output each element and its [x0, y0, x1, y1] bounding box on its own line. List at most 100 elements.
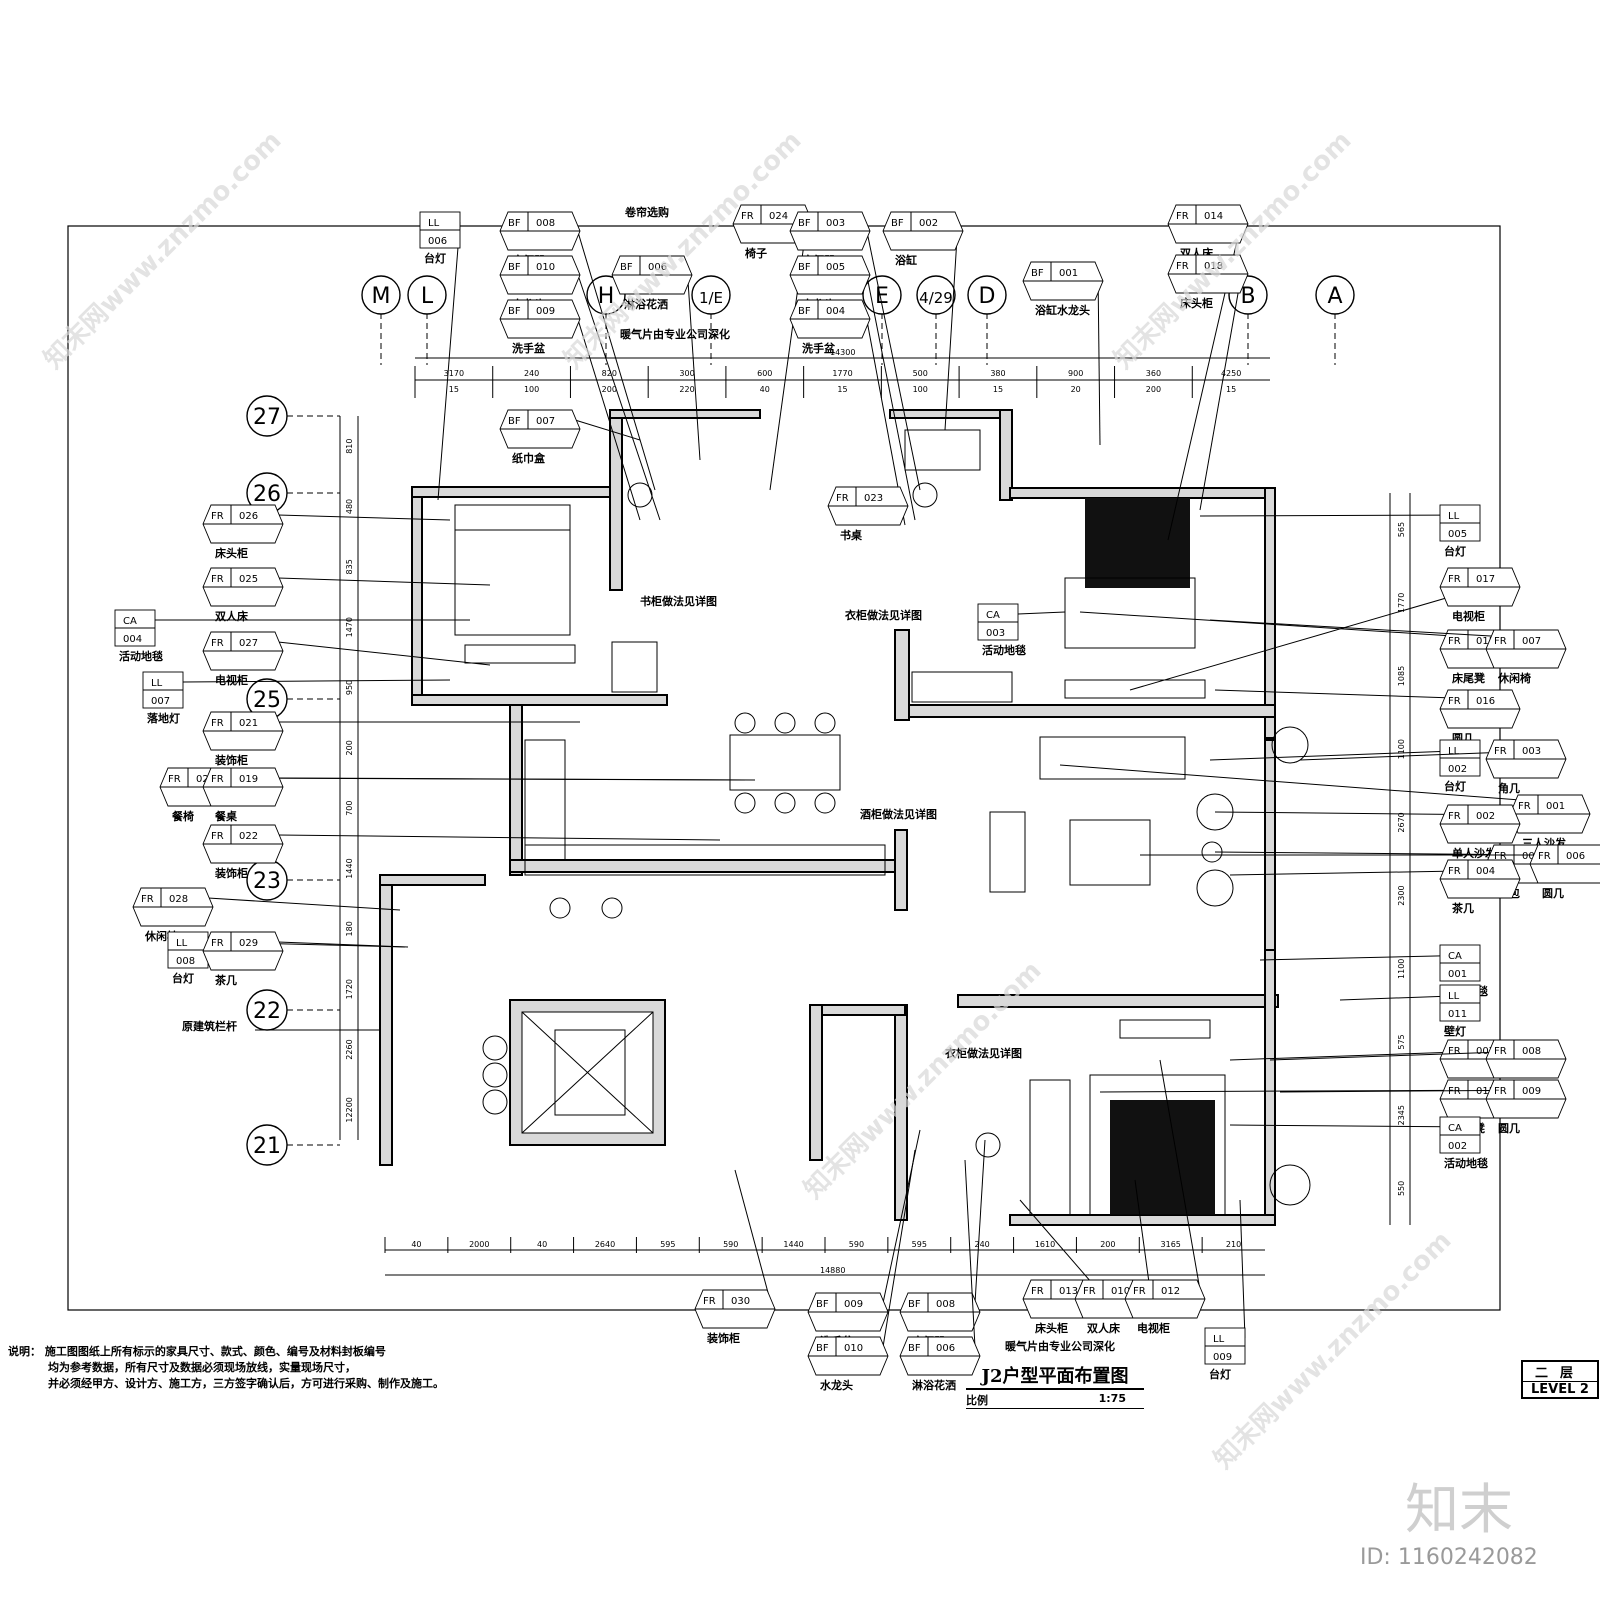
- tag-code: FR: [741, 211, 754, 222]
- tag-code: CA: [986, 610, 1000, 621]
- tag-item-name: 浴缸: [895, 253, 917, 267]
- tag-item-name: 台灯: [172, 971, 194, 985]
- top-seg-value: 15: [837, 385, 847, 394]
- walls: [379, 409, 1279, 1226]
- tag-item-name: 茶几: [214, 973, 237, 987]
- tag-number: 006: [1566, 851, 1585, 862]
- tag-code: LL: [1213, 1334, 1225, 1345]
- axis-top-1: L: [407, 275, 447, 365]
- left-seg-value: 2260: [345, 1039, 354, 1059]
- notes-line-1: 施工图图纸上所有标示的家具尺寸、款式、颜色、编号及材料封板编号: [44, 1345, 386, 1358]
- tag-item-name: 洗手盆: [512, 341, 546, 355]
- tag-code: CA: [123, 616, 137, 627]
- tag-item-name: 角几: [1498, 781, 1520, 795]
- bottom-seg-value: 590: [849, 1240, 864, 1249]
- tag-item-name: 台灯: [424, 251, 446, 265]
- scale-label: 比例: [966, 1394, 988, 1407]
- top-seg-value: 380: [990, 369, 1005, 378]
- top-seg-value: 3170: [444, 369, 464, 378]
- top-seg-value: 4250: [1221, 369, 1241, 378]
- left-seg-value: 950: [345, 680, 354, 695]
- tag-number: 006: [936, 1343, 955, 1354]
- axis-top-6: D: [967, 275, 1007, 365]
- tag-code: FR: [1518, 801, 1531, 812]
- bottom-seg-value: 200: [1100, 1240, 1115, 1249]
- tag-code: FR: [1448, 1086, 1461, 1097]
- tag-number: 006: [428, 236, 447, 247]
- tag-item-name: 单人沙发: [1452, 846, 1497, 860]
- right-seg-value: 1085: [1397, 666, 1406, 686]
- top-seg-value: 100: [524, 385, 539, 394]
- tag-number: 007: [536, 416, 555, 427]
- axis-left-3: 23: [246, 859, 340, 901]
- tag-ll006: LL 006 台灯: [419, 211, 461, 501]
- tag-number: 009: [844, 1299, 863, 1310]
- axis-left-2: 25: [246, 678, 340, 720]
- tag-code: FR: [836, 493, 849, 504]
- tag-code: BF: [908, 1343, 921, 1354]
- tag-code: LL: [176, 938, 188, 949]
- tag-item-name: 双人床: [1087, 1321, 1121, 1335]
- tag-code: LL: [1448, 746, 1460, 757]
- tag-code: BF: [891, 218, 904, 229]
- tag-number: 009: [1213, 1352, 1232, 1363]
- tag-code: FR: [1176, 211, 1189, 222]
- scale-value: 1:75: [1098, 1392, 1126, 1405]
- tag-code: CA: [1448, 1123, 1462, 1134]
- level-badge: 二层 LEVEL 2: [1521, 1360, 1599, 1399]
- top-seg-value: 1770: [832, 369, 852, 378]
- tag-number: 004: [826, 306, 845, 317]
- left-seg-value: 480: [345, 499, 354, 514]
- tag-code: BF: [798, 262, 811, 273]
- axis-top-label: 4/29: [919, 289, 953, 307]
- right-seg-value: 550: [1397, 1181, 1406, 1196]
- tag-code: FR: [1448, 811, 1461, 822]
- general-notes: 说明： 施工图图纸上所有标示的家具尺寸、款式、颜色、编号及材料封板编号 均为参考…: [8, 1344, 528, 1392]
- tag-number: 011: [1448, 1009, 1467, 1020]
- axis-top-label: H: [598, 284, 615, 309]
- tag-number: 025: [239, 574, 258, 585]
- watermark-id: ID: 1160242082: [1360, 1545, 1538, 1570]
- tag-item-name: 装饰柜: [214, 753, 248, 767]
- tag-number: 030: [731, 1296, 750, 1307]
- left-seg-value: 180: [345, 921, 354, 936]
- axis-top-3: 1/E: [691, 275, 731, 365]
- tag-number: 029: [239, 938, 258, 949]
- tag-number: 009: [536, 306, 555, 317]
- top-dimension-lines: 14300: [415, 348, 1270, 381]
- left-seg-value: 700: [345, 801, 354, 816]
- level-en: LEVEL 2: [1531, 1382, 1589, 1397]
- tag-number: 019: [239, 774, 258, 785]
- tag-number: 004: [1476, 866, 1495, 877]
- tag-code: CA: [1448, 951, 1462, 962]
- tag-item-name: 活动地毯: [1444, 1156, 1488, 1170]
- top-seg-value: 100: [913, 385, 928, 394]
- tag-item-name: 装饰柜: [214, 866, 248, 880]
- notes-label: 说明：: [8, 1345, 41, 1358]
- tag-code: FR: [211, 511, 224, 522]
- left-seg-value: 200: [345, 740, 354, 755]
- furniture: [454, 429, 1311, 1216]
- tag-code: FR: [1538, 851, 1551, 862]
- right-seg-value: 565: [1397, 522, 1406, 537]
- top-seg-value: 360: [1146, 369, 1161, 378]
- tag-number: 007: [1522, 636, 1541, 647]
- tag-number: 005: [1522, 851, 1541, 862]
- tag-code: LL: [428, 218, 440, 229]
- tag-number: 010: [1111, 1286, 1130, 1297]
- tag-item-name: 书桌: [840, 528, 863, 542]
- top-seg-value: 900: [1068, 369, 1083, 378]
- right-seg-value: 2300: [1397, 885, 1406, 905]
- tag-item-name: 茶几: [1451, 901, 1474, 915]
- axis-top-0: M: [361, 275, 401, 365]
- tag-number: 013: [1059, 1286, 1078, 1297]
- top-seg-value: 15: [1226, 385, 1236, 394]
